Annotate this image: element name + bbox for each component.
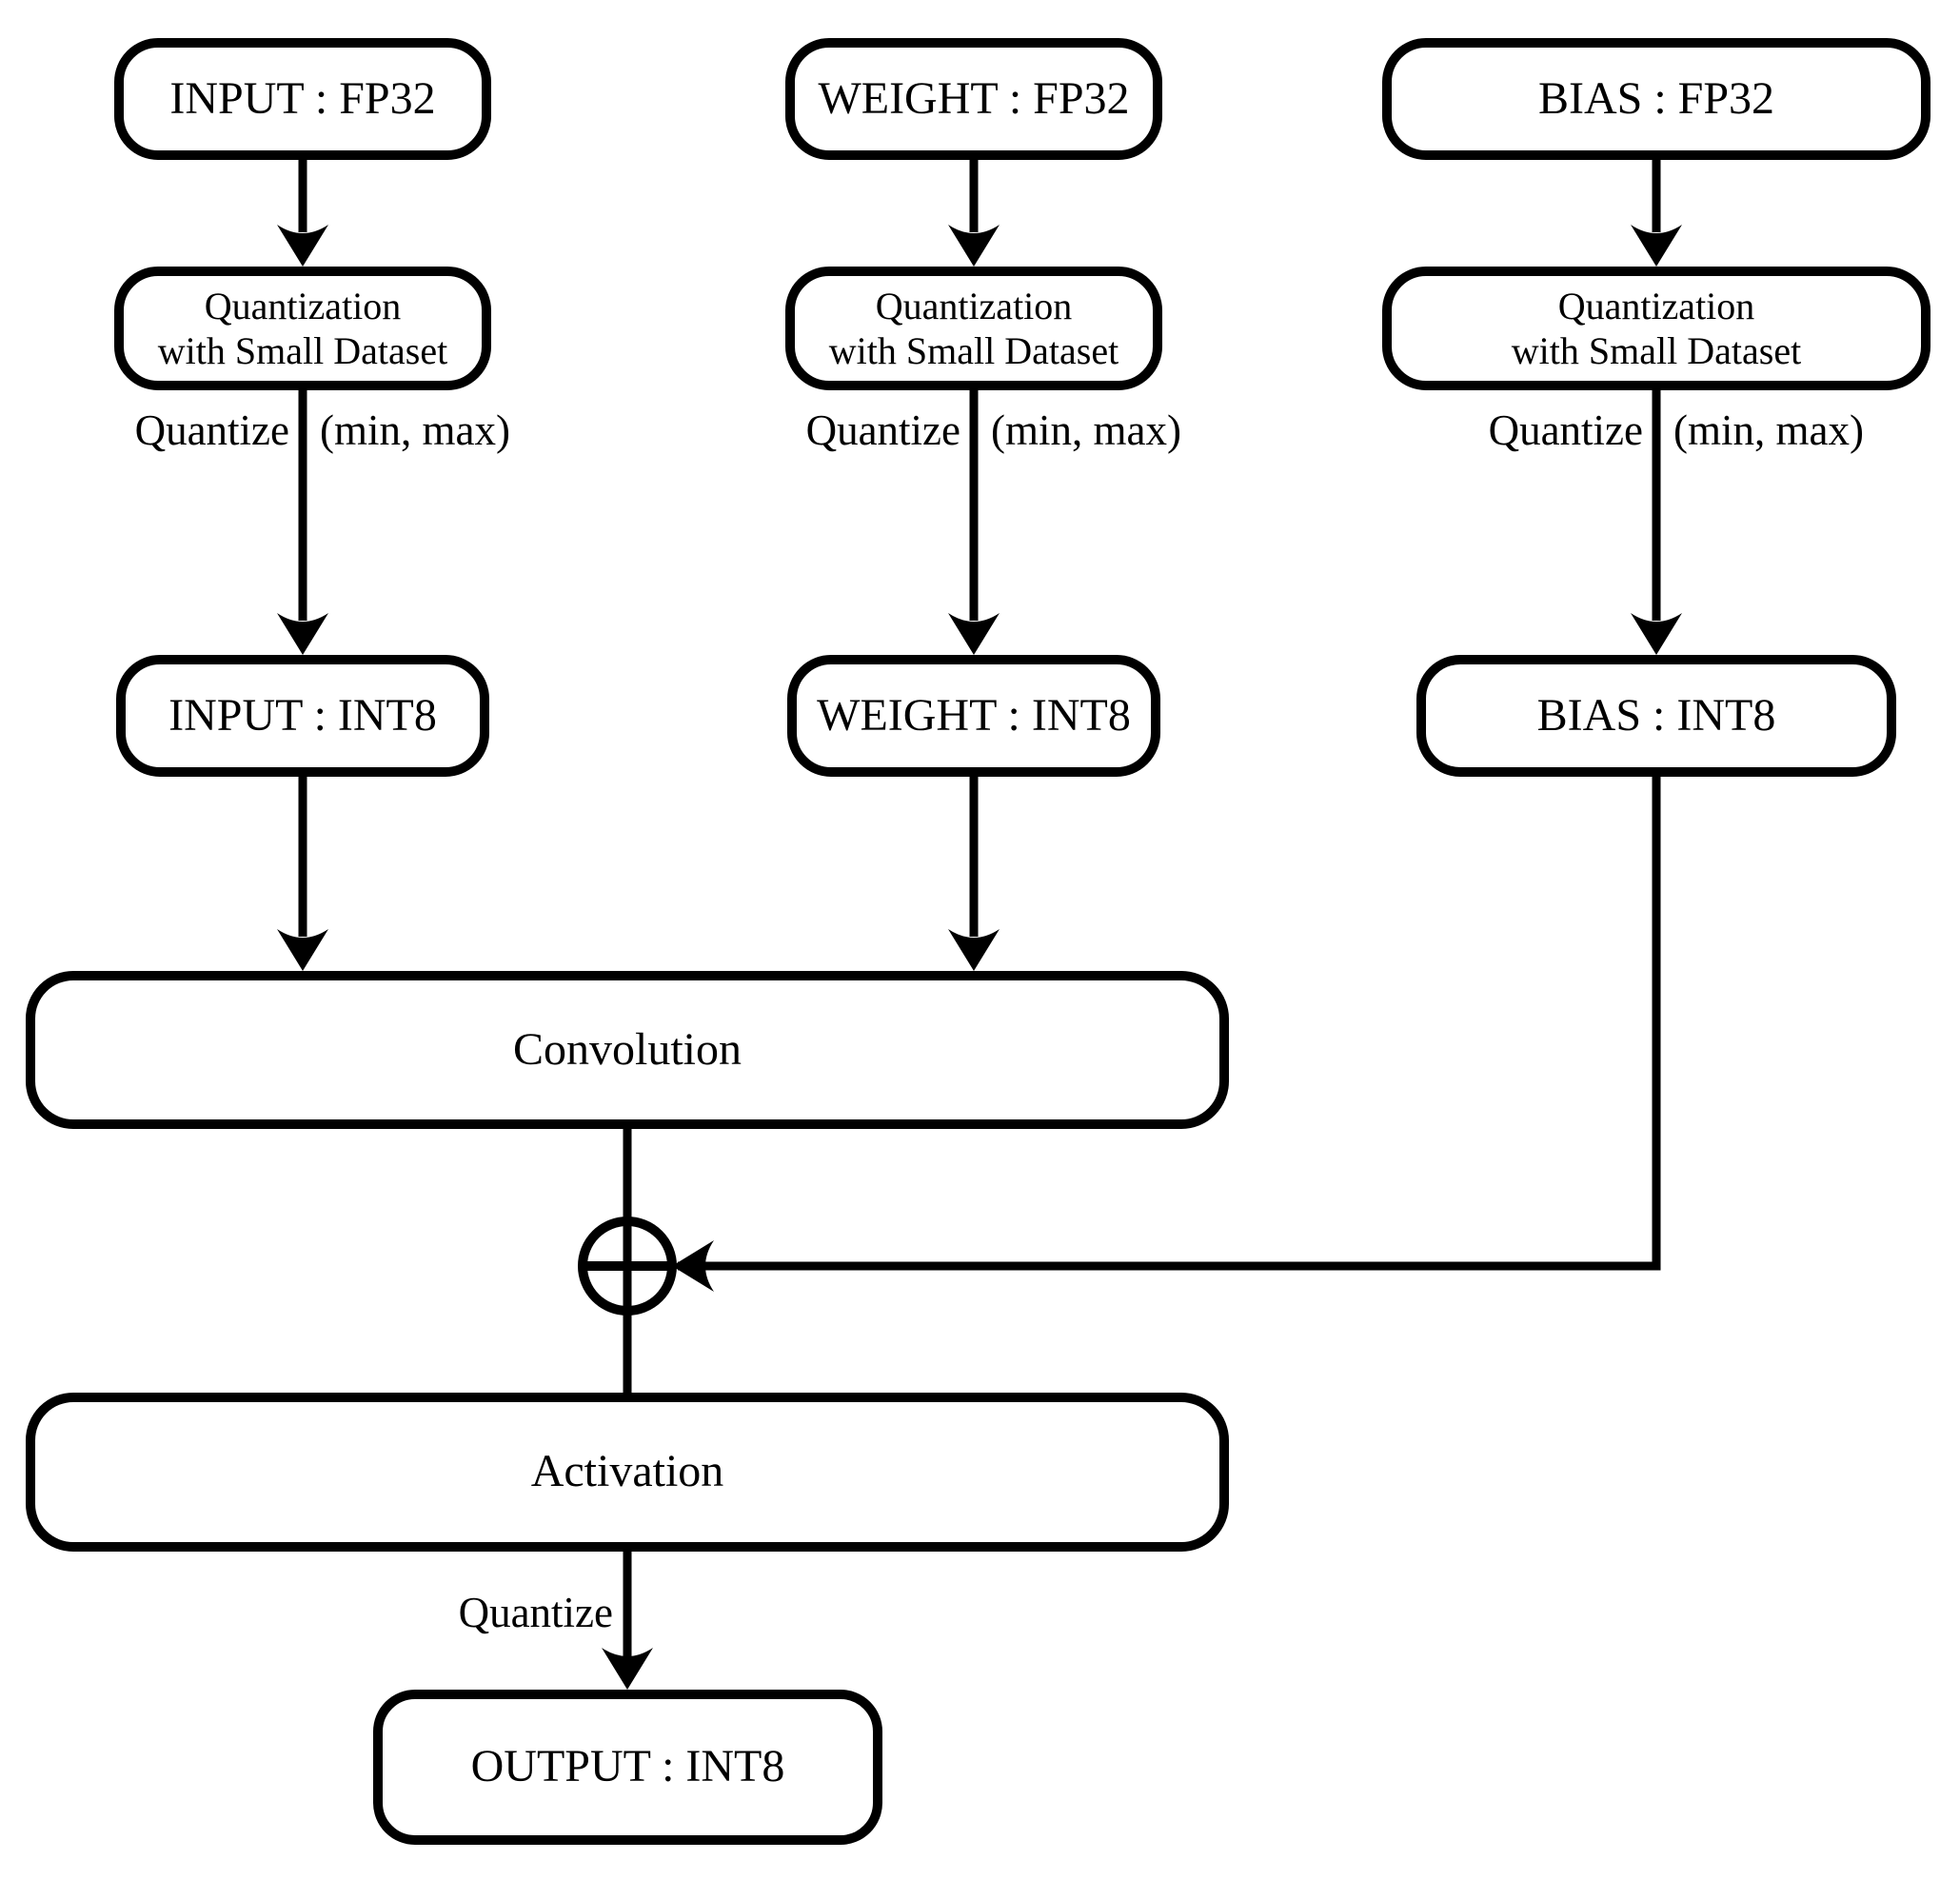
arrowhead-weight-quant — [948, 225, 1000, 267]
node-input-int8-label: INPUT : INT8 — [168, 689, 437, 741]
node-activation: Activation — [26, 1393, 1229, 1552]
quantization-line2: with Small Dataset — [828, 329, 1119, 372]
edge-bias-int8-to-sum — [678, 775, 1661, 1271]
node-input-int8: INPUT : INT8 — [116, 655, 489, 777]
node-input-fp32: INPUT : FP32 — [114, 38, 491, 160]
node-weight-fp32-label: WEIGHT : FP32 — [818, 72, 1130, 124]
edge-label-quantize-bias: Quantize — [1488, 406, 1643, 454]
node-weight-fp32: WEIGHT : FP32 — [785, 38, 1162, 160]
arrowhead-bias-int8 — [1631, 613, 1682, 655]
node-quantization-weight: Quantization with Small Dataset — [785, 267, 1162, 390]
arrowhead-output — [602, 1648, 653, 1690]
node-input-fp32-label: INPUT : FP32 — [169, 72, 436, 124]
node-bias-int8: BIAS : INT8 — [1416, 655, 1896, 777]
quantization-line1: Quantization — [875, 284, 1073, 327]
node-output-int8: OUTPUT : INT8 — [373, 1690, 882, 1845]
quantization-line2: with Small Dataset — [1511, 329, 1802, 372]
quantization-line1: Quantization — [1557, 284, 1755, 327]
arrowhead-weight-int8 — [948, 613, 1000, 655]
node-convolution-label: Convolution — [512, 1023, 742, 1075]
edge-label-minmax-weight: (min, max) — [991, 406, 1181, 454]
arrowhead-bias-quant — [1631, 225, 1682, 267]
arrowhead-sum-left — [672, 1240, 714, 1292]
node-bias-fp32: BIAS : FP32 — [1382, 38, 1930, 160]
node-quantization-input: Quantization with Small Dataset — [114, 267, 491, 390]
edge-label-quantize-weight: Quantize — [805, 406, 960, 454]
arrowhead-conv-left — [277, 929, 328, 971]
edge-label-minmax-input: (min, max) — [320, 406, 510, 454]
arrowhead-conv-right — [948, 929, 1000, 971]
node-convolution: Convolution — [26, 971, 1229, 1129]
node-weight-int8: WEIGHT : INT8 — [787, 655, 1160, 777]
arrowhead-input-int8 — [277, 613, 328, 655]
quantization-line2: with Small Dataset — [157, 329, 448, 372]
node-bias-int8-label: BIAS : INT8 — [1536, 689, 1776, 741]
node-activation-label: Activation — [530, 1446, 724, 1497]
arrowhead-input-quant — [277, 225, 328, 267]
edge-label-quantize-input: Quantize — [134, 406, 289, 454]
node-output-int8-label: OUTPUT : INT8 — [470, 1741, 785, 1792]
quantization-line1: Quantization — [204, 284, 402, 327]
edge-label-quantize-output: Quantize — [458, 1589, 613, 1636]
edge-label-minmax-bias: (min, max) — [1673, 406, 1864, 454]
node-weight-int8-label: WEIGHT : INT8 — [817, 689, 1131, 741]
node-bias-fp32-label: BIAS : FP32 — [1537, 72, 1775, 124]
node-quantization-bias: Quantization with Small Dataset — [1382, 267, 1930, 390]
